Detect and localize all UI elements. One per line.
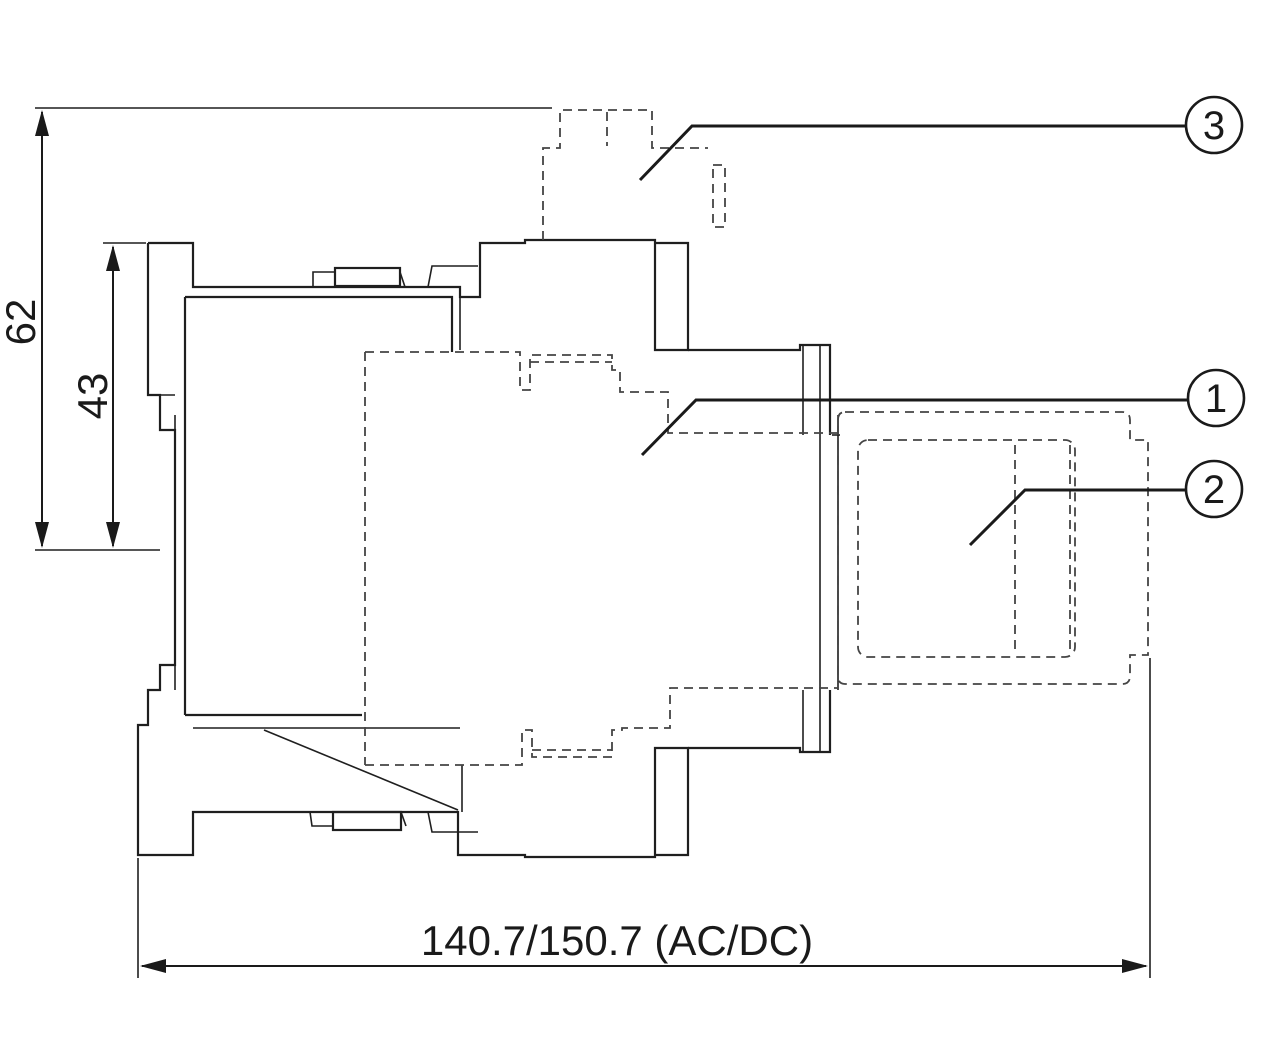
dimension-length-label: 140.7/150.7 (AC/DC): [421, 917, 813, 964]
component-1-outline: [364, 351, 838, 766]
callout-3: 3: [638, 95, 1244, 182]
dimension-62: 62: [0, 107, 552, 551]
callout-1: 1: [640, 368, 1246, 457]
dimension-43: 43: [69, 242, 146, 548]
callout-2-label: 2: [1203, 468, 1225, 512]
contactor-body: [136, 238, 840, 859]
component-3-outline: [542, 109, 726, 240]
component-2-outline: [837, 411, 1149, 685]
callout-2-circle: [1184, 459, 1244, 519]
callout-1-circle: [1186, 368, 1246, 428]
dimension-43-label: 43: [69, 373, 116, 420]
callout-3-label: 3: [1203, 104, 1225, 148]
dimension-62-label: 62: [0, 299, 44, 346]
callout-3-circle: [1184, 95, 1244, 155]
callout-2: 2: [968, 459, 1244, 547]
callout-1-label: 1: [1205, 377, 1227, 421]
dimension-length: 140.7/150.7 (AC/DC): [137, 658, 1151, 978]
